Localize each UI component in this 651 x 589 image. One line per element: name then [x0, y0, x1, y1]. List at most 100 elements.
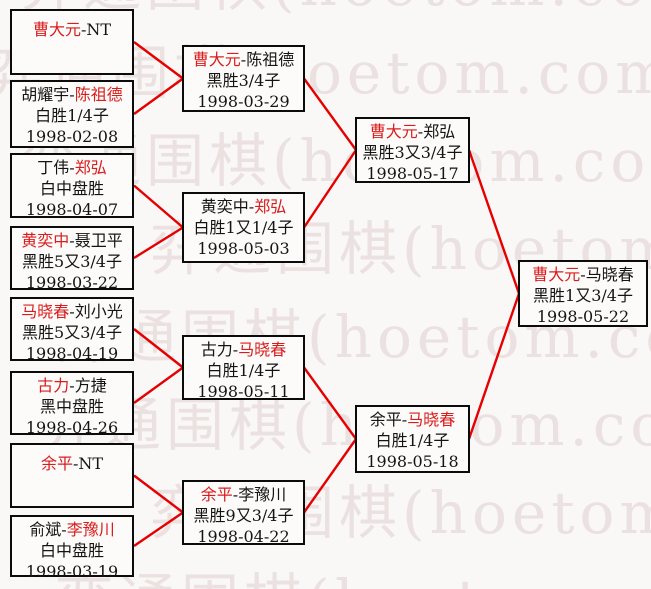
match-result: 黑胜5又3/4子: [22, 323, 122, 342]
player1-name: 黄奕中: [21, 231, 70, 250]
match-result: 白中盘胜: [39, 541, 104, 560]
player2-name: 李豫川: [238, 485, 287, 504]
vs-separator: -: [232, 340, 239, 359]
match-result: 白中盘胜: [39, 179, 104, 198]
vs-separator: -: [69, 231, 75, 250]
vs-separator: -: [580, 265, 586, 284]
vs-separator: -: [417, 122, 424, 141]
vs-separator: -: [69, 302, 75, 321]
vs-separator: -: [61, 520, 67, 539]
match-players: 曹大元-陈祖德: [184, 49, 303, 70]
player2-name: 马晓春: [407, 410, 456, 429]
match-players: 曹大元-郑弘: [357, 121, 468, 142]
match-box-r1-8: 俞斌-李豫川 白中盘胜 1998-03-19: [10, 515, 134, 581]
match-box-r2-2: 黄奕中-郑弘 白胜1又1/4子 1998-05-03: [182, 192, 305, 263]
match-result: 白胜1又1/4子: [193, 218, 294, 237]
player2-name: 陈祖德: [246, 50, 295, 69]
player1-name: 余平: [200, 485, 233, 504]
match-box-r1-2: 胡耀宇-陈祖德 白胜1/4子 1998-02-08: [10, 80, 134, 148]
player1-name: 余平: [40, 454, 73, 473]
match-box-r1-6: 古力-方捷 黑中盘胜 1998-04-26: [10, 371, 134, 437]
match-players: 黄奕中-聂卫平: [12, 230, 132, 251]
match-result: 黑胜1又3/4子: [533, 286, 633, 305]
vs-separator: -: [69, 158, 75, 177]
match-players: 曹大元-马晓春: [520, 264, 646, 285]
match-box-r1-7: 余平-NT: [10, 443, 134, 508]
player1-name: 丁伟: [37, 158, 70, 177]
match-players: 黄奕中-郑弘: [184, 196, 303, 217]
match-date: 1998-03-29: [197, 92, 290, 111]
match-box-sf-2: 余平-马晓春 白胜1/4子 1998-05-18: [355, 405, 470, 473]
match-box-r1-5: 马晓春-刘小光 黑胜5又3/4子 1998-04-19: [10, 297, 134, 363]
player2-name: 聂卫平: [74, 231, 123, 250]
player1-name: 曹大元: [32, 20, 81, 39]
player2-name: 陈祖德: [74, 85, 123, 104]
match-date: 1998-02-08: [25, 127, 119, 146]
match-players: 余平-马晓春: [357, 409, 468, 430]
match-box-r1-1: 曹大元-NT: [10, 9, 134, 75]
match-box-sf-1: 曹大元-郑弘 黑胜3又3/4子 1998-05-17: [355, 117, 470, 183]
match-box-r1-3: 丁伟-郑弘 白中盘胜 1998-04-07: [10, 153, 134, 219]
match-date: 1998-04-26: [25, 418, 119, 437]
match-result: 黑胜3又3/4子: [362, 143, 463, 162]
match-result: 白胜1/4子: [206, 361, 281, 380]
match-players: 余平-NT: [12, 453, 132, 474]
match-date: 1998-04-22: [197, 527, 290, 546]
player1-name: 马晓春: [21, 302, 70, 321]
player1-name: 古力: [200, 340, 233, 359]
match-box-final: 曹大元-马晓春 黑胜1又3/4子 1998-05-22: [518, 260, 648, 327]
player2-name: 方捷: [74, 376, 107, 395]
match-result: 黑胜9又3/4子: [193, 506, 294, 525]
match-box-r2-4: 余平-李豫川 黑胜9又3/4子 1998-04-22: [182, 480, 305, 546]
player1-name: 古力: [37, 376, 70, 395]
player1-name: 曹大元: [369, 122, 418, 141]
vs-separator: -: [69, 85, 75, 104]
match-result: 白胜1/4子: [375, 431, 450, 450]
player1-name: 胡耀宇: [21, 85, 70, 104]
match-result: 黑胜3/4子: [206, 71, 281, 90]
match-players: 胡耀宇-陈祖德: [12, 84, 132, 105]
player2-name: 郑弘: [423, 122, 456, 141]
vs-separator: -: [232, 485, 239, 504]
match-date: 1998-05-22: [536, 307, 630, 326]
match-box-r2-1: 曹大元-陈祖德 黑胜3/4子 1998-03-29: [182, 45, 305, 112]
player1-name: 余平: [369, 410, 402, 429]
match-box-r2-3: 古力-马晓春 白胜1/4子 1998-05-11: [182, 335, 305, 401]
vs-separator: -: [72, 454, 79, 473]
vs-separator: -: [240, 50, 247, 69]
match-players: 曹大元-NT: [12, 19, 132, 40]
match-date: 1998-05-11: [197, 382, 290, 401]
match-result: 黑中盘胜: [39, 397, 104, 416]
player2-name: 刘小光: [74, 302, 123, 321]
player2-name: NT: [78, 454, 104, 473]
vs-separator: -: [80, 20, 87, 39]
player2-name: NT: [86, 20, 112, 39]
player1-name: 曹大元: [192, 50, 241, 69]
player2-name: 郑弘: [74, 158, 107, 177]
match-date: 1998-03-19: [25, 562, 119, 581]
match-date: 1998-04-19: [25, 344, 119, 363]
player1-name: 黄奕中: [200, 197, 249, 216]
match-date: 1998-05-03: [197, 239, 290, 258]
match-date: 1998-03-22: [25, 273, 119, 292]
player2-name: 郑弘: [254, 197, 287, 216]
match-players: 余平-李豫川: [184, 484, 303, 505]
match-players: 古力-马晓春: [184, 339, 303, 360]
player2-name: 马晓春: [585, 265, 634, 284]
match-players: 俞斌-李豫川: [12, 519, 132, 540]
player1-name: 俞斌: [29, 520, 62, 539]
match-result: 白胜1/4子: [35, 106, 109, 125]
match-date: 1998-04-07: [25, 200, 119, 219]
match-players: 马晓春-刘小光: [12, 301, 132, 322]
match-result: 黑胜5又3/4子: [22, 252, 122, 271]
match-players: 丁伟-郑弘: [12, 157, 132, 178]
match-date: 1998-05-18: [366, 452, 459, 471]
player2-name: 马晓春: [238, 340, 287, 359]
match-players: 古力-方捷: [12, 375, 132, 396]
player1-name: 曹大元: [532, 265, 581, 284]
vs-separator: -: [248, 197, 255, 216]
vs-separator: -: [401, 410, 408, 429]
match-box-r1-4: 黄奕中-聂卫平 黑胜5又3/4子 1998-03-22: [10, 226, 134, 292]
